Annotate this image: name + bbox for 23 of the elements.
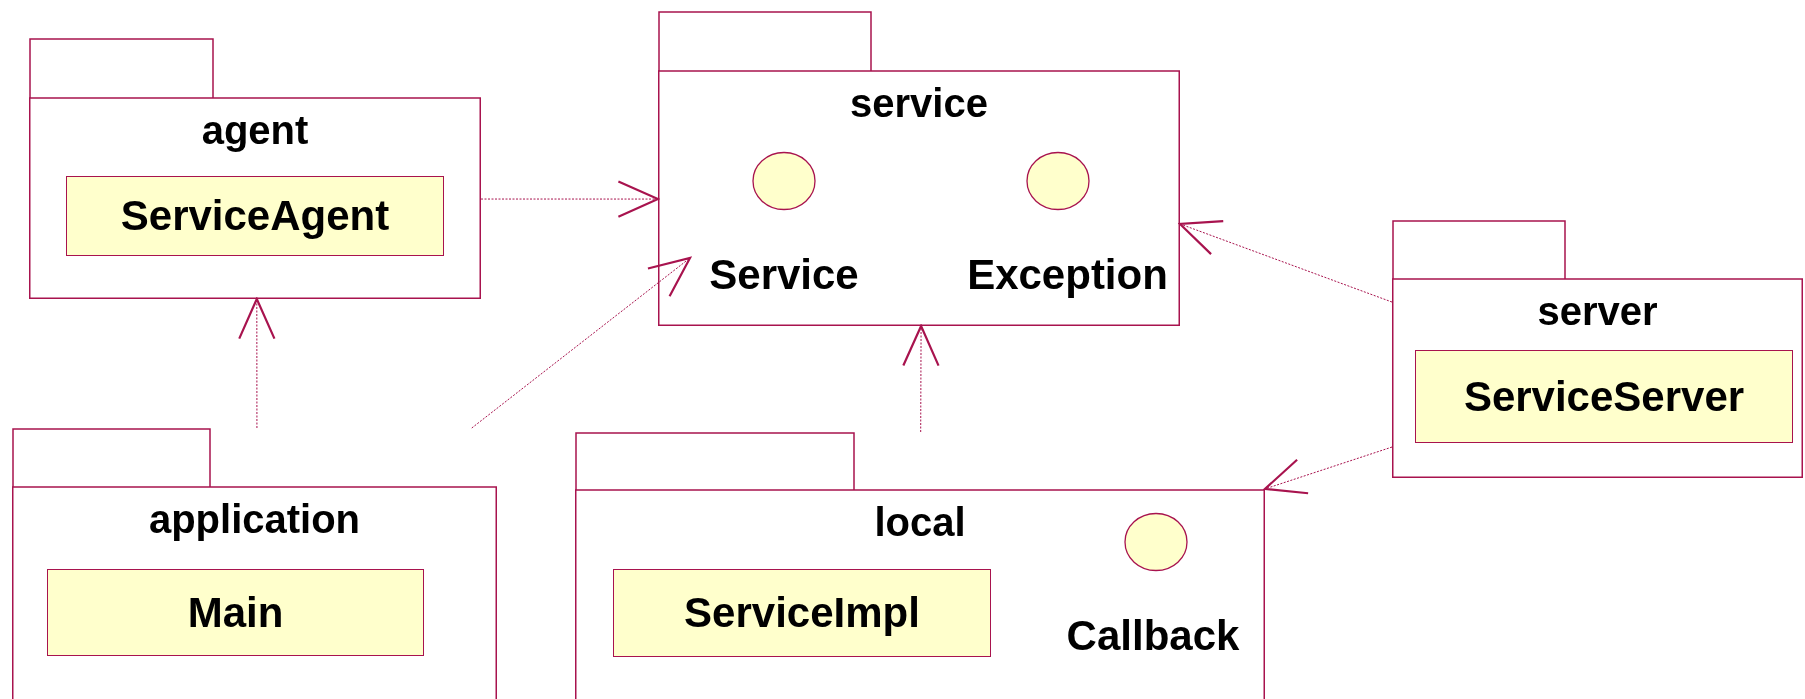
- package-shape: [658, 11, 1180, 326]
- package-shape: [12, 428, 497, 699]
- package-name: service: [849, 83, 989, 123]
- package-shape: [575, 432, 1265, 699]
- dependency-arrow: [1178, 220, 1393, 303]
- class-box: Main: [47, 569, 424, 656]
- dependency-arrow: [902, 324, 940, 433]
- dependency-arrow: [471, 256, 692, 429]
- package-shape: [1392, 220, 1803, 478]
- package-name: local: [873, 502, 967, 542]
- interface-name: Exception: [966, 254, 1169, 296]
- class-box: ServiceImpl: [613, 569, 991, 657]
- dependency-arrow: [1263, 446, 1393, 495]
- package-name: agent: [200, 110, 310, 150]
- interface-name: Callback: [1065, 615, 1241, 657]
- package-shape: [29, 38, 481, 299]
- interface-name: Service: [708, 254, 860, 296]
- package-name: server: [1536, 291, 1659, 331]
- class-box: ServiceServer: [1415, 350, 1793, 443]
- dependency-arrow: [480, 180, 660, 218]
- class-box: ServiceAgent: [66, 176, 444, 256]
- dependency-arrow: [238, 297, 276, 429]
- package-name: application: [147, 499, 362, 539]
